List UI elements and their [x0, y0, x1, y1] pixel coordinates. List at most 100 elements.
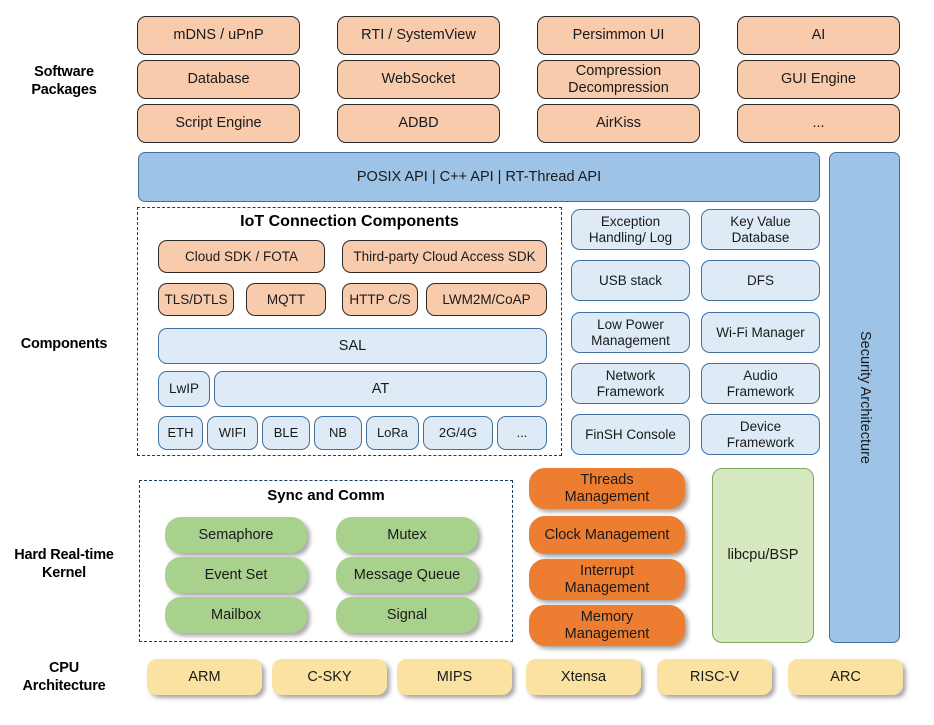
component-label: FinSH Console	[585, 426, 676, 442]
package-label: ...	[812, 115, 825, 132]
iot-box-label: NB	[328, 424, 348, 440]
iot-link-wifi[interactable]: WIFI	[207, 416, 258, 450]
iot-box-label: BLE	[273, 424, 299, 440]
kernel-threads-management[interactable]: Threads Management	[529, 468, 685, 509]
package-label: WebSocket	[381, 71, 456, 88]
kernel-signal[interactable]: Signal	[336, 597, 478, 633]
row-label-components-text: Components	[20, 336, 108, 352]
cpu-risc-v[interactable]: RISC-V	[657, 659, 772, 695]
iot-link-lora[interactable]: LoRa	[366, 416, 419, 450]
kernel-box-label: Clock Management	[544, 526, 670, 543]
iot-http-cs[interactable]: HTTP C/S	[342, 283, 418, 316]
component-label: Network Framework	[596, 367, 665, 399]
package-script-engine[interactable]: Script Engine	[137, 104, 300, 143]
component-label: Audio Framework	[726, 367, 795, 399]
component-label: DFS	[747, 272, 774, 288]
package-mdns-upnp[interactable]: mDNS / uPnP	[137, 16, 300, 55]
row-label-cpu-architecture-text: CPU Architecture	[22, 660, 106, 695]
cpu-xtensa[interactable]: Xtensa	[526, 659, 641, 695]
iot-link-ble[interactable]: BLE	[262, 416, 310, 450]
cpu-label: Xtensa	[560, 668, 607, 685]
package-label: GUI Engine	[781, 71, 856, 88]
component-key-value-database[interactable]: Key Value Database	[701, 209, 820, 250]
cpu-arm[interactable]: ARM	[147, 659, 262, 695]
iot-lwm2m-coap[interactable]: LWM2M/CoAP	[426, 283, 547, 316]
component-dfs[interactable]: DFS	[701, 260, 820, 301]
iot-at[interactable]: AT	[214, 371, 547, 407]
component-label: Low Power Management	[591, 316, 670, 348]
iot-third-party-cloud-access-sdk[interactable]: Third-party Cloud Access SDK	[342, 240, 547, 273]
cpu-arc[interactable]: ARC	[788, 659, 903, 695]
iot-link-2g-4g[interactable]: 2G/4G	[423, 416, 493, 450]
iot-box-label: TLS/DTLS	[164, 291, 228, 307]
kernel-clock-management[interactable]: Clock Management	[529, 516, 685, 554]
row-label-cpu-architecture: CPU Architecture	[8, 659, 120, 695]
api-bar[interactable]: POSIX API | C++ API | RT-Thread API	[138, 152, 820, 202]
iot-box-label: Third-party Cloud Access SDK	[353, 248, 536, 264]
kernel-message-queue[interactable]: Message Queue	[336, 557, 478, 593]
kernel-box-label: Memory Management	[564, 608, 650, 642]
package-label: Persimmon UI	[572, 27, 665, 44]
iot-box-label: AT	[371, 380, 390, 397]
package-rti-systemview[interactable]: RTI / SystemView	[337, 16, 500, 55]
component-device-framework[interactable]: Device Framework	[701, 414, 820, 455]
iot-cloud-sdk-fota[interactable]: Cloud SDK / FOTA	[158, 240, 325, 273]
iot-link-eth[interactable]: ETH	[158, 416, 203, 450]
kernel-mailbox[interactable]: Mailbox	[165, 597, 307, 633]
kernel-mutex[interactable]: Mutex	[336, 517, 478, 553]
kernel-interrupt-management[interactable]: Interrupt Management	[529, 559, 685, 600]
package-label: Compression Decompression	[568, 62, 669, 96]
cpu-label: RISC-V	[689, 668, 740, 685]
kernel-event-set[interactable]: Event Set	[165, 557, 307, 593]
kernel-semaphore[interactable]: Semaphore	[165, 517, 307, 553]
iot-box-label: ...	[516, 424, 528, 440]
cpu-c-sky[interactable]: C-SKY	[272, 659, 387, 695]
package-websocket[interactable]: WebSocket	[337, 60, 500, 99]
kernel-box-label: Semaphore	[198, 526, 274, 543]
iot-sal[interactable]: SAL	[158, 328, 547, 364]
iot-box-label: SAL	[338, 337, 367, 354]
component-usb-stack[interactable]: USB stack	[571, 260, 690, 301]
row-label-kernel-text: Hard Real-time Kernel	[14, 547, 114, 582]
iot-box-label: Cloud SDK / FOTA	[184, 248, 299, 264]
package-airkiss[interactable]: AirKiss	[537, 104, 700, 143]
package-ai[interactable]: AI	[737, 16, 900, 55]
security-architecture-column[interactable]: Security Architecture	[829, 152, 900, 643]
kernel-memory-management[interactable]: Memory Management	[529, 605, 685, 646]
security-architecture-label: Security Architecture	[856, 331, 873, 464]
package-gui-engine[interactable]: GUI Engine	[737, 60, 900, 99]
iot-tls-dtls[interactable]: TLS/DTLS	[158, 283, 234, 316]
kernel-box-label: Threads Management	[564, 471, 650, 505]
component-exception-handling-log[interactable]: Exception Handling/ Log	[571, 209, 690, 250]
cpu-label: MIPS	[436, 668, 473, 685]
row-label-software-packages: Software Packages	[8, 63, 120, 99]
iot-link-more[interactable]: ...	[497, 416, 547, 450]
package-more[interactable]: ...	[737, 104, 900, 143]
component-wifi-manager[interactable]: Wi-Fi Manager	[701, 312, 820, 353]
iot-link-nb[interactable]: NB	[314, 416, 362, 450]
cpu-mips[interactable]: MIPS	[397, 659, 512, 695]
iot-connection-components-group	[137, 207, 562, 456]
kernel-box-label: Interrupt Management	[564, 562, 650, 596]
package-persimmon-ui[interactable]: Persimmon UI	[537, 16, 700, 55]
package-compression-decompression[interactable]: Compression Decompression	[537, 60, 700, 99]
row-label-kernel: Hard Real-time Kernel	[4, 546, 124, 582]
iot-lwip[interactable]: LwIP	[158, 371, 210, 407]
sync-and-comm-group	[139, 480, 513, 642]
kernel-box-label: Signal	[386, 606, 428, 623]
component-low-power-management[interactable]: Low Power Management	[571, 312, 690, 353]
component-label: Wi-Fi Manager	[716, 324, 805, 340]
package-database[interactable]: Database	[137, 60, 300, 99]
package-adbd[interactable]: ADBD	[337, 104, 500, 143]
component-label: Device Framework	[726, 418, 795, 450]
libcpu-bsp-box[interactable]: libcpu/BSP	[712, 468, 814, 643]
iot-box-label: HTTP C/S	[349, 291, 411, 307]
iot-box-label: LoRa	[376, 424, 409, 440]
component-finsh-console[interactable]: FinSH Console	[571, 414, 690, 455]
iot-box-label: LwIP	[168, 381, 199, 397]
component-network-framework[interactable]: Network Framework	[571, 363, 690, 404]
kernel-box-label: Event Set	[204, 566, 268, 583]
iot-mqtt[interactable]: MQTT	[246, 283, 326, 316]
component-audio-framework[interactable]: Audio Framework	[701, 363, 820, 404]
